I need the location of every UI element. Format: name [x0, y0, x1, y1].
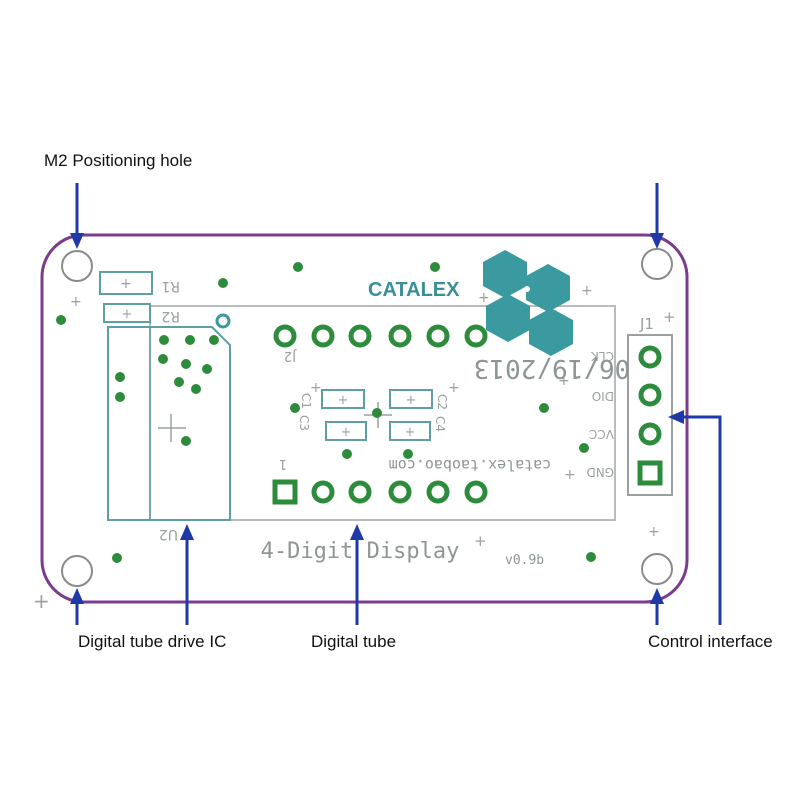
pin-label-dio: DIO: [592, 389, 614, 403]
mounting-hole-bottom-right: [641, 553, 673, 585]
mounting-hole-top-left: [61, 250, 93, 282]
svg-text:+: +: [120, 276, 132, 292]
board-date: 06/19/2013: [474, 353, 631, 383]
catalex-logo: CATALEX: [368, 250, 573, 356]
svg-text:+: +: [33, 589, 50, 613]
capacitor-c1: +: [325, 421, 367, 441]
connector-j1-outline: [627, 334, 673, 496]
j1-plus-mark: +: [663, 308, 676, 326]
ref-c3: C3: [297, 415, 311, 431]
ref-r2: R2: [161, 308, 180, 324]
mounting-hole-bottom-left: [61, 555, 93, 587]
svg-text:+: +: [405, 425, 416, 440]
label-digital-tube: Digital tube: [311, 632, 396, 651]
svg-text:+: +: [122, 307, 133, 322]
digit-pin1-mark: 1: [279, 456, 287, 471]
svg-text:+: +: [564, 467, 576, 483]
resistor-r2: +: [103, 303, 151, 323]
drive-ic-outline: [107, 326, 231, 521]
board-product-name: 4-Digit Display: [261, 539, 460, 564]
callout-arrows: [70, 183, 722, 625]
svg-text:+: +: [581, 283, 593, 299]
ref-u2: U2: [159, 526, 178, 542]
product-plus-mark: +: [474, 532, 487, 550]
resistor-r1: +: [99, 271, 153, 295]
digit-tube-pins-top: [273, 324, 488, 348]
svg-text:+: +: [448, 380, 460, 396]
digit-tube-pins-bottom: [272, 479, 488, 505]
mounting-hole-top-right: [641, 248, 673, 280]
pin-label-gnd: GND: [586, 465, 614, 479]
ref-c2: C2: [435, 394, 449, 410]
ref-j1: J1: [639, 315, 654, 333]
svg-text:+: +: [406, 393, 417, 408]
capacitor-c4: +: [389, 421, 431, 441]
ref-j2: J2: [284, 348, 297, 363]
svg-text:+: +: [558, 373, 570, 389]
silk-plus-marks: + + + + + + + + +: [33, 283, 660, 613]
drive-ic-crosshair: [158, 414, 186, 442]
svg-text:+: +: [70, 294, 82, 310]
label-positioning-hole: M2 Positioning hole: [44, 151, 192, 170]
ref-r1: R1: [161, 278, 180, 294]
logo-text: CATALEX: [368, 279, 460, 301]
pin-label-vcc: VCC: [589, 427, 614, 441]
label-drive-ic: Digital tube drive IC: [78, 632, 226, 651]
ref-c4: C4: [433, 416, 447, 432]
capacitor-c3: +: [321, 389, 365, 409]
connector-j1-pins: [637, 345, 663, 486]
label-control-interface: Control interface: [648, 632, 773, 651]
svg-text:+: +: [338, 393, 349, 408]
board-version: v0.9b: [505, 553, 544, 568]
mounting-holes: [61, 248, 673, 587]
svg-text:+: +: [310, 380, 322, 396]
svg-text:+: +: [648, 524, 660, 540]
svg-text:+: +: [478, 290, 490, 306]
ref-c1: C1: [299, 393, 313, 409]
svg-text:+: +: [341, 425, 352, 440]
pin-label-clk: CLK: [590, 349, 614, 363]
pads: [56, 262, 596, 563]
board-website: catalex.taobao.com: [389, 456, 552, 474]
capacitor-c2: +: [389, 389, 433, 409]
